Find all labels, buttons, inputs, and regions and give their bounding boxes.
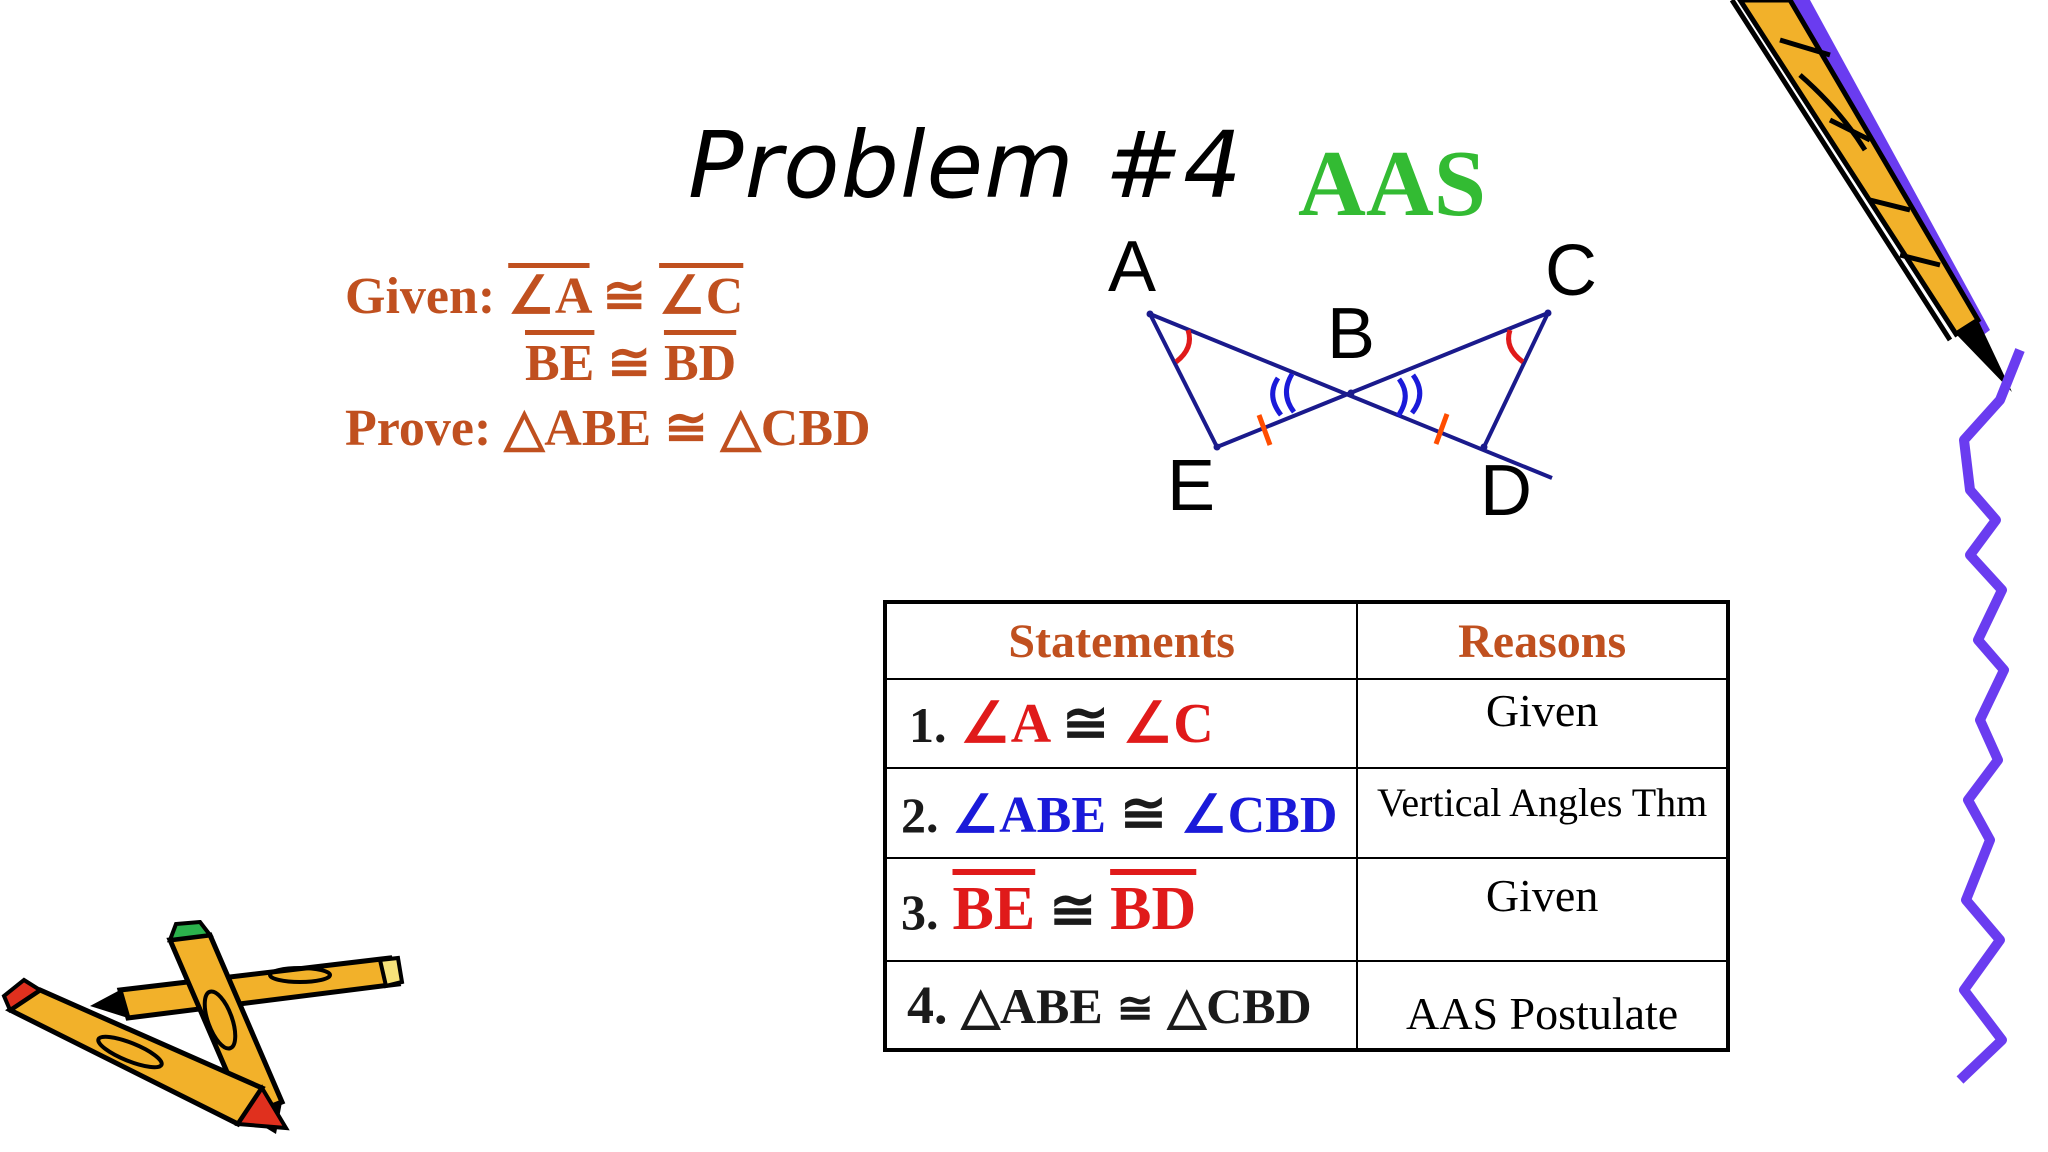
point-label-e: E (1167, 446, 1216, 526)
segment-ce (1216, 311, 1549, 449)
proof-row-4: 4. △ABE ≅ △CBD AAS Postulate (883, 960, 1729, 1051)
vertical-angle-marks (1270, 372, 1423, 418)
proof-row-1: 1. ∠A ≅ ∠C Given (883, 678, 1729, 769)
given-congruent-symbol-2: ≅ (607, 335, 651, 392)
prove-statement: △ABE ≅ △CBD (504, 400, 871, 457)
vertex-e (1213, 443, 1221, 451)
proof-row-3: 3. BE ≅ BD Given (883, 857, 1729, 962)
given-segment-be: BE (525, 335, 595, 392)
slide-title: Problem #4 (688, 112, 1243, 219)
crossed-pencils-icon (1, 920, 405, 1134)
statement-4: 4. △ABE ≅ △CBD (883, 960, 1359, 1051)
prove-line: Prove: △ABE ≅ △CBD (345, 398, 871, 458)
diagram-vertices (1146, 309, 1552, 451)
given-congruent-symbol-1: ≅ (602, 268, 647, 325)
angle-mark-a (1174, 329, 1192, 364)
congruent-symbol: ≅ (1116, 984, 1154, 1033)
segment-cd (1482, 312, 1550, 448)
reasons-header: Reasons (1356, 601, 1729, 680)
given-angle-c: ∠C (659, 268, 744, 325)
given-segment-bd: BD (663, 335, 737, 392)
segment-ae (1148, 313, 1219, 448)
vertex-c (1544, 309, 1552, 317)
statements-header: Statements (883, 601, 1359, 680)
triangle-diagram (1146, 309, 1553, 480)
given-line-1: Given: ∠A ≅ ∠C (345, 266, 743, 326)
vertex-b (1347, 389, 1355, 397)
prove-label: Prove: (345, 400, 492, 457)
reason-4: AAS Postulate (1356, 960, 1729, 1051)
point-label-a: A (1108, 227, 1157, 307)
statement-2: 2. ∠ABE ≅ ∠CBD (883, 767, 1359, 859)
statement-right: BD (1110, 875, 1197, 943)
point-label-c: C (1545, 231, 1597, 311)
statement-left: ∠A (960, 693, 1049, 755)
statement-right: △CBD (1167, 978, 1312, 1034)
statement-number: 4. (907, 975, 948, 1035)
statement-number: 3. (901, 884, 939, 940)
tick-mark-be (1256, 414, 1273, 446)
method-label: AAS (1298, 132, 1487, 236)
vertex-d (1480, 443, 1488, 451)
statement-number: 1. (909, 697, 947, 753)
vertex-a (1146, 310, 1154, 318)
proof-table-header: Statements Reasons (883, 601, 1729, 680)
statement-right: ∠C (1122, 693, 1214, 755)
pencil-icon (1729, 0, 2012, 392)
statement-left: BE (952, 875, 1036, 943)
given-line-2: BE ≅ BD (525, 333, 736, 393)
statement-number: 2. (901, 786, 939, 843)
statement-1: 1. ∠A ≅ ∠C (883, 678, 1359, 769)
reason-2: Vertical Angles Thm (1356, 767, 1729, 859)
tick-mark-bd (1433, 413, 1450, 445)
reason-3: Given (1356, 857, 1729, 962)
given-angle-a: ∠A (508, 268, 590, 325)
given-label: Given: (345, 268, 496, 325)
angle-mark-c (1506, 329, 1525, 365)
point-label-b: B (1327, 294, 1376, 374)
point-label-d: D (1480, 451, 1532, 531)
statement-left: ∠ABE (952, 786, 1107, 844)
congruent-symbol: ≅ (1120, 782, 1167, 845)
statement-right: ∠CBD (1180, 786, 1338, 844)
reason-1: Given (1356, 678, 1729, 769)
zigzag-line (1956, 348, 2025, 1084)
congruent-symbol: ≅ (1049, 880, 1097, 942)
congruent-symbol: ≅ (1062, 693, 1109, 755)
proof-row-2: 2. ∠ABE ≅ ∠CBD Vertical Angles Thm (883, 767, 1729, 859)
statement-3: 3. BE ≅ BD (883, 857, 1359, 962)
proof-table: Statements Reasons 1. ∠A ≅ ∠C Given 2. ∠… (883, 600, 1730, 1052)
statement-left: △ABE (961, 978, 1103, 1034)
